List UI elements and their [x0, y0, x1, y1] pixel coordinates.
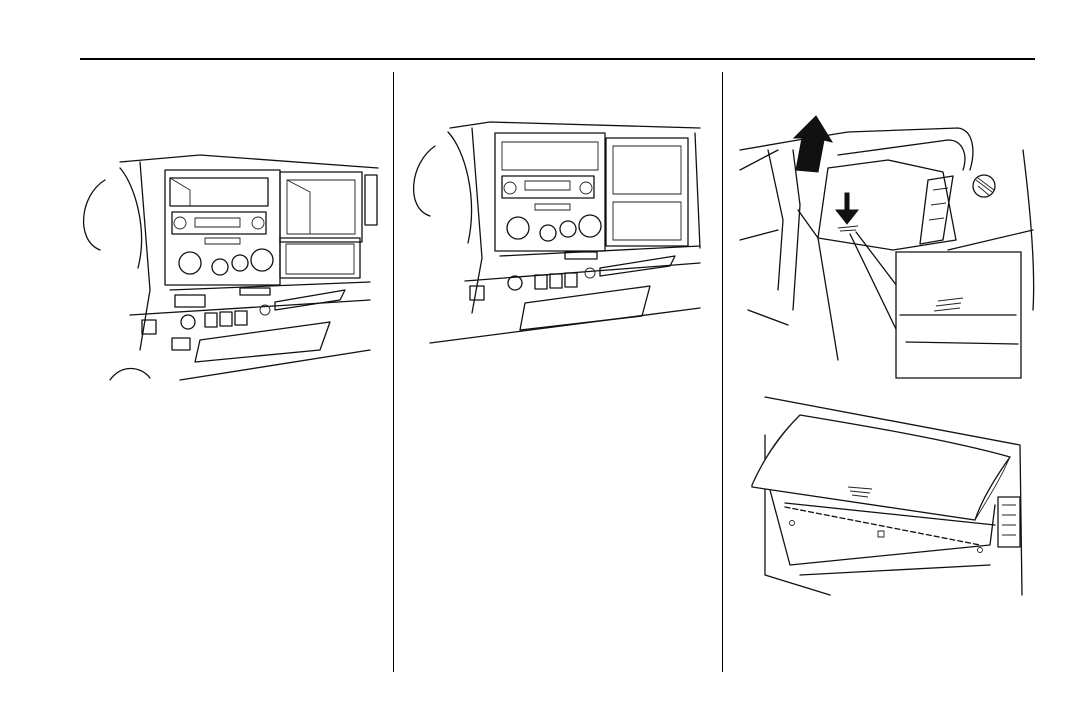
- header-rule: [80, 58, 1035, 60]
- dashboard-icon: [80, 150, 380, 385]
- glovebox-open-illustration: [738, 110, 1038, 382]
- dashboard-icon: [410, 118, 710, 346]
- dashboard-illustration-2: [410, 118, 710, 346]
- column-divider-left: [393, 72, 394, 672]
- glovebox-open-icon: [738, 110, 1038, 382]
- glovebox-lid-illustration: [750, 395, 1030, 600]
- dashboard-illustration-1: [80, 150, 380, 385]
- column-divider-right: [722, 72, 723, 672]
- glovebox-lid-icon: [750, 395, 1030, 600]
